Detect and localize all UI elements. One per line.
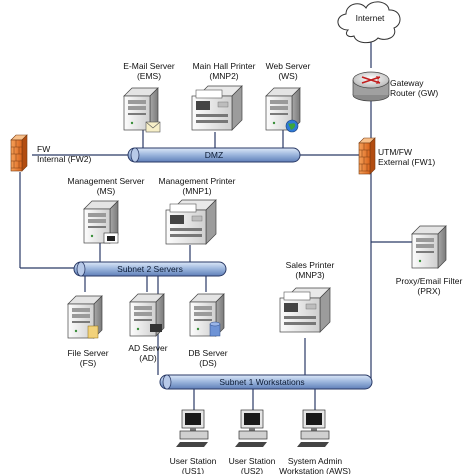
gw-label-2: Router (GW) [390,88,438,98]
ems-label-2: (EMS) [137,71,161,81]
gw-label-1: Gateway [390,78,424,88]
gateway-router-icon [352,71,390,102]
us2-label-2: (US2) [241,466,263,474]
management-server-icon [83,200,119,244]
mnp3-label-2: (MNP3) [295,270,324,280]
user-station-1-icon [175,409,209,448]
management-printer-icon [165,199,217,245]
mnp1-label-1: Management Printer [158,176,235,186]
mnp2-label-2: (MNP2) [209,71,238,81]
fw2-label-2: Internal (FW2) [37,154,91,164]
us1-label-1: User Station [170,456,217,466]
ad-label-2: (AD) [139,353,157,363]
internet-cloud-icon [337,1,401,44]
fw2-label-1: FW [37,144,50,154]
us2-label-1: User Station [229,456,276,466]
subnet-2-bus-label: Subnet 2 Servers [117,264,183,274]
file-server-icon [67,295,103,339]
main-hall-printer-icon [191,85,243,131]
prx-label-1: Proxy/Email Filter [396,276,463,286]
fs-label-1: File Server [67,348,108,358]
ms-label-1: Management Server [67,176,144,186]
admin-workstation-icon [296,409,330,448]
ds-label-1: DB Server [188,348,227,358]
firewall-external-icon [358,137,376,175]
ms-label-2: (MS) [97,186,116,196]
prx-label-2: (PRX) [417,286,440,296]
db-server-icon [189,293,225,337]
subnet-1-bus-label: Subnet 1 Workstations [219,377,304,387]
aws-label-1: System Admin [288,456,343,466]
ds-label-2: (DS) [199,358,217,368]
fw1-label-2: External (FW1) [378,157,435,167]
mnp2-label-1: Main Hall Printer [193,61,256,71]
dmz-bus: DMZ [127,147,301,163]
ad-server-icon [129,293,165,337]
web-server-icon [265,87,301,133]
subnet-2-bus: Subnet 2 Servers [73,261,227,277]
fs-label-2: (FS) [80,358,97,368]
ws-label-1: Web Server [266,61,311,71]
dmz-bus-label: DMZ [205,150,223,160]
ems-label-1: E-Mail Server [123,61,175,71]
proxy-server-icon [411,225,447,269]
user-station-2-icon [234,409,268,448]
firewall-internal-icon [10,134,28,172]
subnet-1-bus: Subnet 1 Workstations [159,374,373,390]
ws-label-2: (WS) [278,71,298,81]
internet-label: Internet [356,13,385,23]
us1-label-2: (US1) [182,466,204,474]
ad-label-1: AD Server [128,343,167,353]
mnp1-label-2: (MNP1) [182,186,211,196]
aws-label-2: Workstation (AWS) [279,466,351,474]
sales-printer-icon [279,287,331,333]
fw1-label-1: UTM/FW [378,147,412,157]
mnp3-label-1: Sales Printer [286,260,335,270]
email-server-icon [123,87,161,133]
